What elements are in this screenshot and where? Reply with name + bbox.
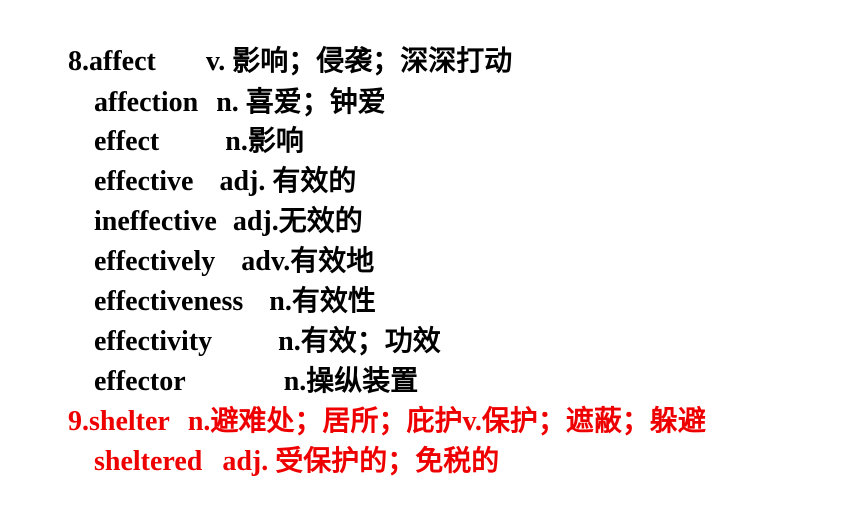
entry-pos: adv. bbox=[241, 246, 291, 277]
entry-meaning: 操纵装置 bbox=[306, 364, 419, 397]
entry-pos: n. bbox=[216, 87, 239, 118]
entry-pos: n. bbox=[225, 126, 248, 157]
entry-meaning: 喜爱；钟爱 bbox=[245, 85, 386, 118]
entry-pos: adj. bbox=[222, 446, 269, 477]
entry-pos: adj. bbox=[232, 206, 279, 237]
entry-pos: n. bbox=[269, 286, 292, 317]
entry-meaning: 有效性 bbox=[291, 284, 376, 317]
entry-meaning-2: 保护；遮蔽；躲避 bbox=[481, 404, 706, 437]
vocab-entry-effectivity: effectivity n.有效；功效 bbox=[66, 290, 441, 393]
entry-word: 8.affect bbox=[68, 46, 156, 77]
entry-meaning: 有效地 bbox=[290, 244, 375, 277]
entry-pos: adj. bbox=[219, 166, 266, 197]
entry-meaning: 影响 bbox=[247, 124, 304, 157]
entry-meaning: 无效的 bbox=[278, 204, 363, 237]
entry-word: sheltered bbox=[94, 446, 203, 477]
entry-pos: n. bbox=[283, 366, 307, 397]
entry-meaning: 有效；功效 bbox=[300, 324, 441, 357]
entry-pos: n. bbox=[187, 406, 211, 437]
vocab-entry-sheltered: sheltered adj. 受保护的；免税的 bbox=[66, 410, 499, 513]
entry-word: effect bbox=[94, 126, 160, 157]
entry-word: 9.shelter bbox=[68, 406, 170, 437]
vocab-entry-affection: affection n. 喜爱；钟爱 bbox=[66, 51, 386, 154]
vocab-entry-affect: 8.affect v. 影响；侵袭；深深打动 bbox=[40, 10, 512, 113]
entry-word: ineffective bbox=[94, 206, 217, 237]
vocab-entry-shelter: 9.shelter n.避难处；居所；庇护v.保护；遮蔽；躲避 bbox=[40, 370, 706, 473]
entry-meaning: 影响；侵袭；深深打动 bbox=[232, 44, 513, 77]
entry-word: effectiveness bbox=[94, 286, 244, 317]
entry-pos: n. bbox=[278, 326, 301, 357]
entry-pos: v. bbox=[205, 46, 226, 77]
entry-pos-2: v. bbox=[462, 406, 482, 437]
entry-word: affection bbox=[94, 87, 199, 118]
vocab-entry-effectively: effectively adv.有效地 bbox=[66, 210, 374, 313]
entry-word: effective bbox=[94, 166, 194, 197]
entry-meaning: 避难处；居所；庇护 bbox=[210, 404, 463, 437]
vocab-entry-effectiveness: effectiveness n.有效性 bbox=[66, 250, 376, 353]
entry-word: effectively bbox=[94, 246, 216, 277]
entry-word: effectivity bbox=[94, 326, 213, 357]
vocab-entry-effective: effective adj. 有效的 bbox=[66, 130, 356, 233]
entry-meaning: 有效的 bbox=[272, 164, 357, 197]
vocab-entry-ineffective: ineffective adj.无效的 bbox=[66, 170, 363, 273]
entry-meaning: 受保护的；免税的 bbox=[275, 444, 500, 477]
entry-word: effector bbox=[94, 366, 186, 397]
vocab-entry-effector: effector n.操纵装置 bbox=[66, 330, 418, 433]
